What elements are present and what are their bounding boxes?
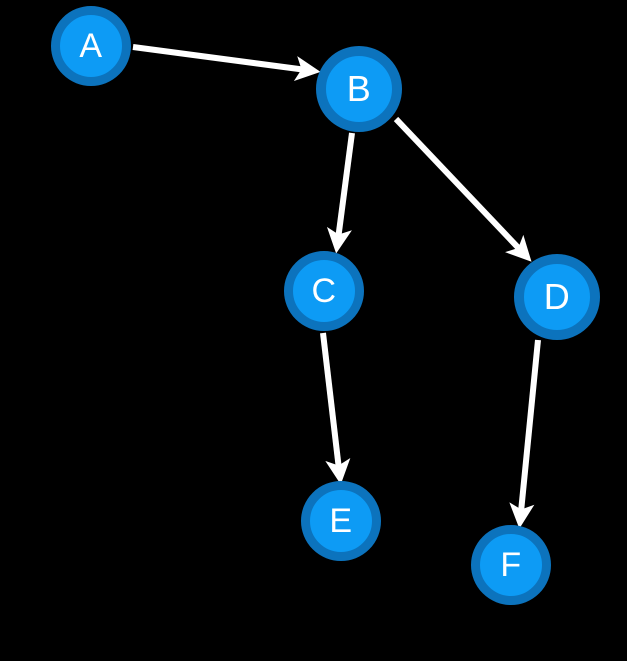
graph-node-a[interactable]: A: [51, 6, 131, 86]
graph-node-label-f: F: [500, 546, 522, 584]
graph-node-f[interactable]: F: [471, 525, 551, 605]
graph-node-label-c: C: [311, 272, 337, 310]
graph-edge-b-to-c: [326, 132, 355, 254]
graph-edge-a-to-b: [132, 44, 321, 82]
graph-edge-d-to-f: [509, 339, 541, 529]
graph-node-label-a: A: [79, 27, 103, 65]
graph-node-e[interactable]: E: [301, 481, 381, 561]
graph-node-d[interactable]: D: [514, 254, 600, 340]
graph-edges: [132, 44, 541, 529]
graph-edge-b-to-d: [393, 116, 532, 262]
graph-node-c[interactable]: C: [284, 251, 364, 331]
graph-node-label-d: D: [543, 276, 571, 317]
graph-node-b[interactable]: B: [316, 46, 402, 132]
graph-edge-c-to-e: [320, 332, 351, 485]
graph-node-label-e: E: [329, 502, 353, 540]
graph-node-label-b: B: [346, 68, 372, 109]
